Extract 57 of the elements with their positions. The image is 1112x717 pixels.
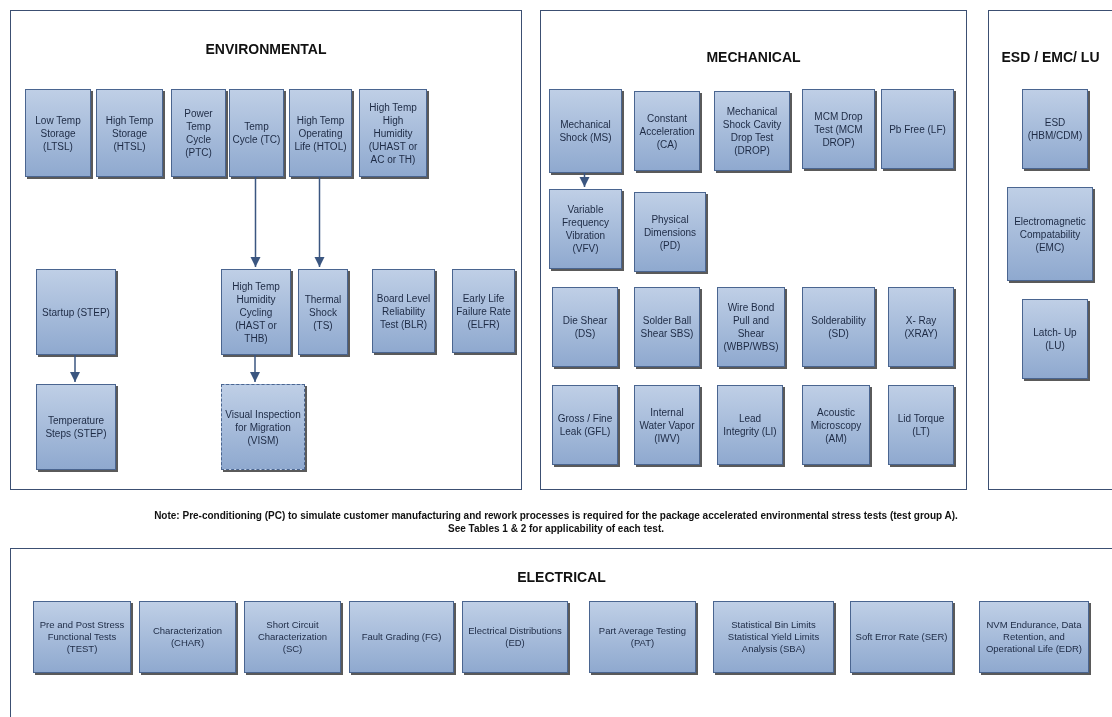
group-panel bbox=[10, 548, 1112, 717]
test-box: X- Ray (XRAY) bbox=[888, 287, 954, 367]
test-box: High Temp Humidity Cycling (HAST or THB) bbox=[221, 269, 291, 355]
test-box: Temperature Steps (STEP) bbox=[36, 384, 116, 470]
test-box: Temp Cycle (TC) bbox=[229, 89, 284, 177]
arrow bbox=[250, 176, 261, 268]
test-box: Solder Ball Shear SBS) bbox=[634, 287, 700, 367]
test-box: Fault Grading (FG) bbox=[349, 601, 454, 673]
arrow bbox=[249, 354, 261, 383]
arrow bbox=[69, 354, 81, 383]
group-panel bbox=[540, 10, 967, 490]
test-box: ESD (HBM/CDM) bbox=[1022, 89, 1088, 169]
arrow bbox=[314, 176, 325, 268]
test-box: Electrical Distributions (ED) bbox=[462, 601, 568, 673]
panel-title: ENVIRONMENTAL bbox=[205, 40, 327, 59]
test-box: NVM Endurance, Data Retention, and Operational Life (EDR) bbox=[979, 601, 1089, 673]
test-box: Latch- Up (LU) bbox=[1022, 299, 1088, 379]
test-box: High Temp Storage (HTSL) bbox=[96, 89, 163, 177]
test-box: High Temp Operating Life (HTOL) bbox=[289, 89, 352, 177]
test-box: Lead Integrity (LI) bbox=[717, 385, 783, 465]
test-box: Die Shear (DS) bbox=[552, 287, 618, 367]
test-box: MCM Drop Test (MCM DROP) bbox=[802, 89, 875, 169]
test-box: Thermal Shock (TS) bbox=[298, 269, 348, 355]
test-box: Power Temp Cycle (PTC) bbox=[171, 89, 226, 177]
note-text: See Tables 1 & 2 for applicability of each test. bbox=[448, 522, 664, 535]
test-box: Startup (STEP) bbox=[36, 269, 116, 355]
test-box: Internal Water Vapor (IWV) bbox=[634, 385, 700, 465]
test-box: Physical Dimensions (PD) bbox=[634, 192, 706, 272]
panel-title: MECHANICAL bbox=[706, 48, 801, 67]
group-panel bbox=[988, 10, 1112, 490]
test-box: Low Temp Storage (LTSL) bbox=[25, 89, 91, 177]
arrow bbox=[579, 172, 590, 188]
test-box: Constant Acceleration (CA) bbox=[634, 91, 700, 171]
test-box: Lid Torque (LT) bbox=[888, 385, 954, 465]
test-box: Gross / Fine Leak (GFL) bbox=[552, 385, 618, 465]
test-box: High Temp High Humidity (UHAST or AC or TH) bbox=[359, 89, 427, 177]
test-box: Statistical Bin Limits Statistical Yield Limits Analysis (SBA) bbox=[713, 601, 834, 673]
note-text: Note: Pre-conditioning (PC) to simulate customer manufacturing and rework processes is required for the package accelerated environmental stress tests (test group A). bbox=[154, 509, 958, 522]
test-box: Early Life Failure Rate (ELFR) bbox=[452, 269, 515, 353]
test-box: Solderability (SD) bbox=[802, 287, 875, 367]
test-box: Pre and Post Stress Functional Tests (TEST) bbox=[33, 601, 131, 673]
panel-title: ESD / EMC/ LU bbox=[1001, 48, 1100, 67]
group-panel bbox=[10, 10, 522, 490]
test-box: Part Average Testing (PAT) bbox=[589, 601, 696, 673]
test-box: Variable Frequency Vibration (VFV) bbox=[549, 189, 622, 269]
test-box: Pb Free (LF) bbox=[881, 89, 954, 169]
test-box: Characterization (CHAR) bbox=[139, 601, 236, 673]
test-box: Mechanical Shock (MS) bbox=[549, 89, 622, 173]
test-box: Acoustic Microscopy (AM) bbox=[802, 385, 870, 465]
test-box: Visual Inspection for Migration (VISM) bbox=[221, 384, 305, 470]
test-box: Wire Bond Pull and Shear (WBP/WBS) bbox=[717, 287, 785, 367]
test-box: Soft Error Rate (SER) bbox=[850, 601, 953, 673]
test-box: Board Level Reliability Test (BLR) bbox=[372, 269, 435, 353]
test-box: Short Circuit Characterization (SC) bbox=[244, 601, 341, 673]
test-box: Mechanical Shock Cavity Drop Test (DROP) bbox=[714, 91, 790, 171]
test-box: Electromagnetic Compatability (EMC) bbox=[1007, 187, 1093, 281]
panel-title: ELECTRICAL bbox=[517, 568, 606, 587]
